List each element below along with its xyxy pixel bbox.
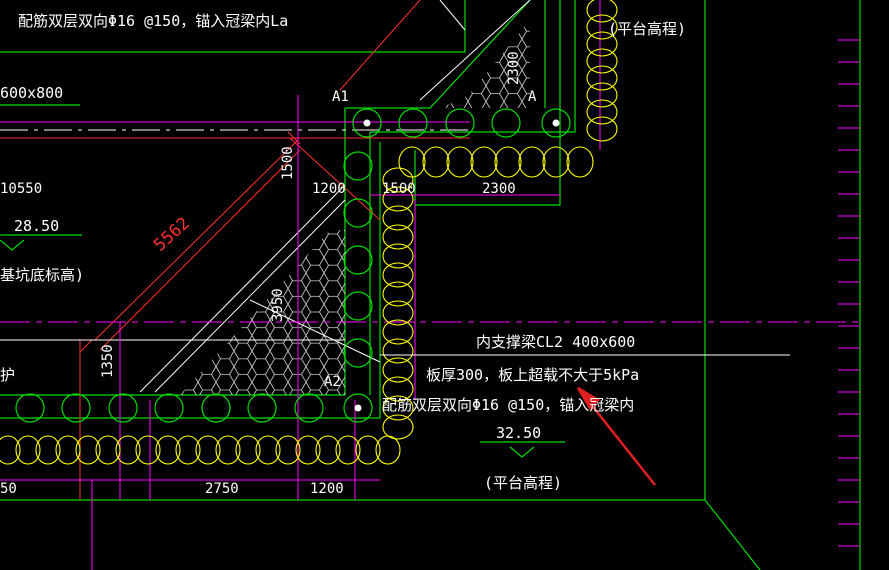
yellow-pile-circle — [135, 435, 161, 465]
yellow-pile-circle — [586, 0, 618, 23]
dim-1500-vertical: 1500 — [280, 146, 296, 180]
dim-10550: 10550 — [0, 181, 42, 197]
magenta-grid-lines — [0, 0, 860, 570]
yellow-pile-group — [0, 0, 618, 465]
yellow-pile-circle — [382, 338, 414, 364]
yellow-pile-circle — [275, 435, 301, 465]
yellow-pile-circle — [586, 99, 618, 125]
dim-1350: 1350 — [100, 344, 116, 378]
support-beam-label: 内支撑梁CL2 400x600 — [476, 333, 635, 351]
yellow-pile-circle — [215, 435, 241, 465]
dim-50: 50 — [0, 481, 17, 497]
yellow-pile-circle — [586, 82, 618, 108]
red-arrow — [576, 386, 656, 486]
dim-3950: 3950 — [270, 288, 286, 322]
yellow-pile-circle — [75, 435, 101, 465]
yellow-pile-circle — [382, 243, 414, 269]
yellow-pile-circle — [315, 435, 341, 465]
yellow-pile-circle — [35, 435, 61, 465]
hu-label: 护 — [0, 366, 15, 384]
yellow-pile-circle — [586, 31, 618, 57]
yellow-pile-circle — [586, 65, 618, 91]
yellow-pile-circle — [586, 48, 618, 74]
yellow-pile-circle — [175, 435, 201, 465]
dim-1200-bottom: 1200 — [310, 481, 344, 497]
yellow-pile-circle — [255, 435, 281, 465]
hatch-area-top — [440, 20, 530, 108]
rebar-note-top: 配筋双层双向Φ16 @150，锚入冠梁内La — [18, 12, 288, 30]
grid-label-a: A — [528, 89, 537, 105]
rebar-note-bottom: 配筋双层双向Φ16 @150，锚入冠梁内 — [382, 396, 634, 414]
platform-elevation-top: (平台高程) — [608, 20, 686, 38]
dim-1200-top: 1200 — [312, 181, 346, 197]
yellow-pile-circle — [542, 146, 570, 178]
yellow-pile-circle — [470, 146, 498, 178]
pile-row-green — [15, 108, 571, 423]
yellow-pile-circle — [382, 262, 414, 288]
dim-1500-horizontal: 1500 — [382, 181, 416, 197]
yellow-pile-circle — [295, 435, 321, 465]
yellow-pile-circle — [382, 300, 414, 326]
yellow-pile-circle — [95, 435, 121, 465]
green-structure-lines — [0, 0, 861, 570]
yellow-pile-circle — [382, 414, 414, 440]
yellow-pile-circle — [335, 435, 361, 465]
yellow-pile-circle — [382, 281, 414, 307]
platform-elevation-bottom: (平台高程) — [484, 474, 562, 492]
yellow-pile-circle — [494, 146, 522, 178]
yellow-pile-circle — [566, 146, 594, 178]
yellow-pile-circle — [586, 14, 618, 40]
pit-bottom-label: 基坑底标高) — [0, 266, 84, 284]
yellow-pile-circle — [398, 146, 426, 178]
yellow-pile-circle — [382, 167, 414, 193]
yellow-pile-circle — [382, 395, 414, 421]
yellow-pile-circle — [375, 435, 401, 465]
pile-centers — [354, 119, 560, 412]
dim-2300-horizontal: 2300 — [482, 181, 516, 197]
yellow-pile-circle — [235, 435, 261, 465]
yellow-pile-circle — [0, 435, 21, 465]
yellow-pile-circle — [195, 435, 221, 465]
yellow-pile-circle — [446, 146, 474, 178]
yellow-pile-circle — [518, 146, 546, 178]
grid-label-a1: A1 — [332, 89, 349, 105]
yellow-pile-circle — [355, 435, 381, 465]
elevation-2850: 28.50 — [14, 217, 59, 235]
yellow-pile-circle — [15, 435, 41, 465]
yellow-pile-circle — [422, 146, 450, 178]
elevation-3250: 32.50 — [496, 424, 541, 442]
dim-2750: 2750 — [205, 481, 239, 497]
yellow-pile-circle — [382, 205, 414, 231]
dim-2300-vertical: 2300 — [506, 51, 522, 85]
yellow-pile-circle — [382, 319, 414, 345]
drawing-labels: 配筋双层双向Φ16 @150，锚入冠梁内La 600x800 A1 A A2 2… — [0, 12, 686, 497]
yellow-pile-circle — [155, 435, 181, 465]
yellow-pile-circle — [382, 224, 414, 250]
red-dimension-lines — [0, 0, 470, 500]
yellow-pile-circle — [382, 376, 414, 402]
yellow-pile-circle — [586, 116, 618, 142]
yellow-pile-circle — [55, 435, 81, 465]
slab-edge-lines — [0, 0, 531, 393]
yellow-pile-circle — [115, 435, 141, 465]
section-size-label: 600x800 — [0, 84, 63, 102]
grid-label-a2: A2 — [324, 374, 341, 390]
yellow-pile-circle — [382, 186, 414, 212]
slab-thickness-note: 板厚300，板上超载不大于5kPa — [426, 366, 639, 384]
yellow-pile-circle — [382, 357, 414, 383]
